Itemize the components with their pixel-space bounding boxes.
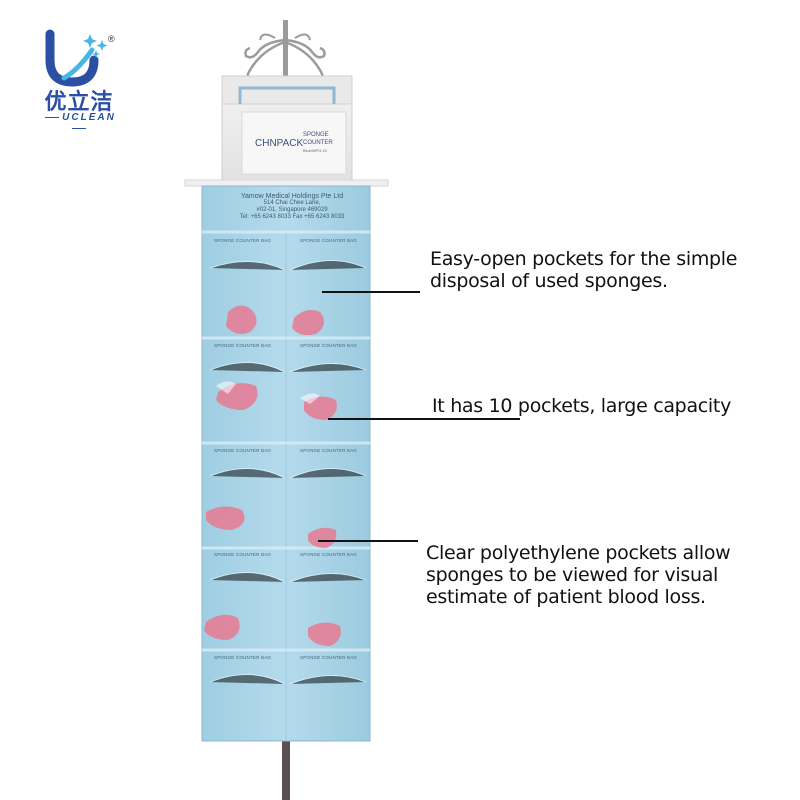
- box-title-text: SPONGE COUNTER: [303, 132, 333, 146]
- annotation-line: estimate of patient blood loss.: [426, 586, 706, 608]
- logo-english-name: UCLEAN: [34, 112, 124, 134]
- leader-line: [318, 540, 418, 542]
- annotation-line: Easy-open pockets for the simple: [430, 248, 738, 270]
- annotation-line: disposal of used sponges.: [430, 270, 668, 292]
- bag-header-line: 514 Chai Chee Lane,: [263, 200, 321, 206]
- annotation-clear-pockets: Clear polyethylene pockets allow sponges…: [426, 542, 731, 608]
- uclean-logo-icon: [45, 29, 108, 87]
- pocket-label: SPONGE COUNTER BAG: [214, 238, 272, 243]
- pocket-label: SPONGE COUNTER BAG: [214, 655, 272, 660]
- pocket-label: SPONGE COUNTER BAG: [214, 448, 272, 453]
- pocket-label: SPONGE COUNTER BAG: [300, 238, 358, 243]
- pocket-label: SPONGE COUNTER BAG: [300, 552, 358, 557]
- annotation-line: sponges to be viewed for visual: [426, 564, 719, 586]
- pocket-label: SPONGE COUNTER BAG: [300, 343, 358, 348]
- bag-header-line: Yamow Medical Holdings Pte Ltd: [240, 193, 344, 200]
- leader-line: [328, 418, 520, 420]
- annotation-capacity: It has 10 pockets, large capacity: [432, 395, 731, 417]
- bag-header-line: #02-01, Singapore 469029: [256, 207, 328, 213]
- registered-mark: ®: [108, 34, 115, 44]
- bag-header-text: Yamow Medical Holdings Pte Ltd 514 Chai …: [212, 193, 372, 221]
- annotation-easy-open: Easy-open pockets for the simple disposa…: [430, 248, 737, 292]
- pocket-label: SPONGE COUNTER BAG: [214, 343, 272, 348]
- annotation-line: Clear polyethylene pockets allow: [426, 542, 731, 564]
- annotation-line: It has 10 pockets, large capacity: [432, 395, 732, 417]
- pocket-label: SPONGE COUNTER BAG: [300, 448, 358, 453]
- pocket-label: SPONGE COUNTER BAG: [214, 552, 272, 557]
- box-subtitle-text: Blue/MPO.10: [303, 148, 327, 153]
- logo-chinese-name: 优立洁: [44, 90, 114, 115]
- bag-header-line: Tel: +65 6243 8033 Fax +65 6243 8033: [239, 214, 345, 220]
- leader-line: [322, 291, 420, 293]
- pocket-label: SPONGE COUNTER BAG: [300, 655, 358, 660]
- box-brand-text: CHNPACK: [255, 138, 304, 149]
